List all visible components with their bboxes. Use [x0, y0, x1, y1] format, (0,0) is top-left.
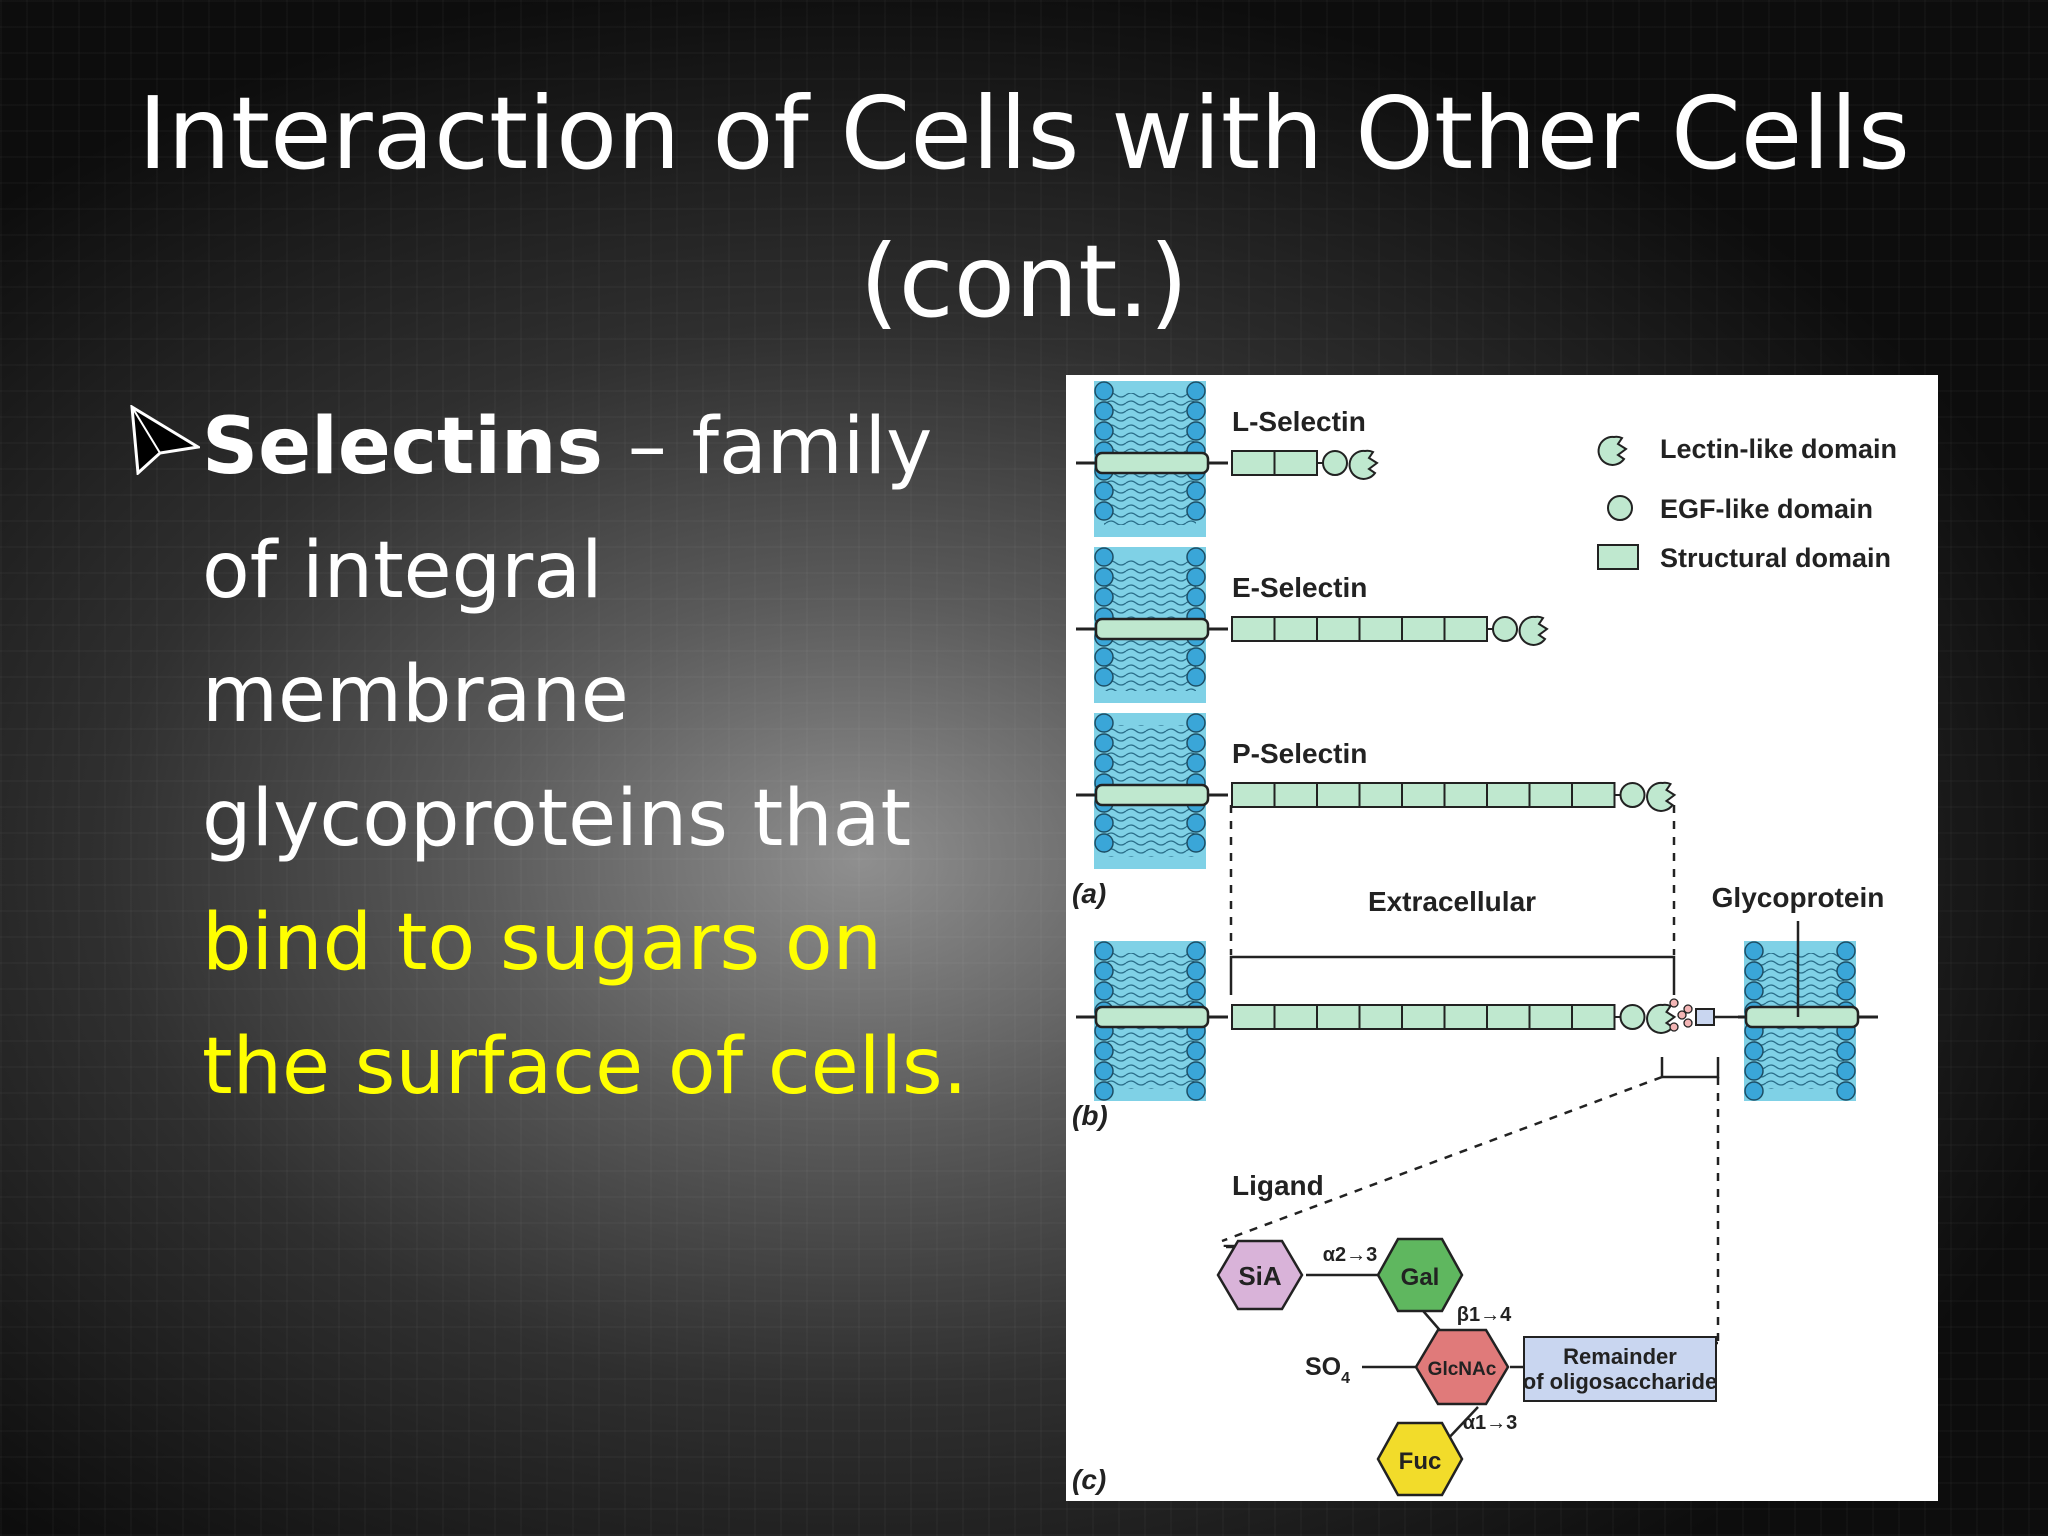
transmembrane-domain — [1094, 617, 1210, 641]
membrane-e-selectin — [1094, 547, 1206, 703]
legend-lectin-icon — [1597, 435, 1628, 466]
extracellular-label: Extracellular — [1368, 886, 1536, 917]
projection-lines — [1229, 805, 1676, 995]
structural-domain — [1528, 782, 1573, 808]
egf-domain — [1619, 782, 1646, 808]
selectin-figure: Lectin-like domain EGF-like domain Struc… — [1066, 375, 1938, 1501]
structural-domain — [1401, 616, 1446, 642]
structural-domain — [1316, 1004, 1361, 1030]
selectin-diagram: Lectin-like domain EGF-like domain Struc… — [1072, 381, 1897, 1497]
legend-egf-icon — [1607, 495, 1633, 521]
linkage-gal-glcnac: β1→4 — [1457, 1304, 1512, 1326]
structural-domain — [1401, 782, 1446, 808]
ligand-label: Ligand — [1232, 1170, 1324, 1201]
legend-lectin-label: Lectin-like domain — [1660, 434, 1897, 464]
transmembrane-domain — [1094, 1005, 1210, 1029]
panel-a-label: (a) — [1072, 878, 1106, 909]
gal-hexagon — [1376, 1237, 1464, 1313]
glycoprotein-label: Glycoprotein — [1712, 882, 1885, 913]
l-selectin-molecule — [1076, 449, 1379, 480]
lectin-domain — [1518, 615, 1549, 646]
structural-domain — [1528, 1004, 1573, 1030]
structural-domain — [1273, 1004, 1318, 1030]
p-selectin-bound-molecule — [1076, 1003, 1677, 1034]
structural-domain — [1316, 616, 1361, 642]
structural-domain — [1273, 782, 1318, 808]
structural-domain — [1273, 450, 1318, 476]
bullet-highlight: bind to sugars on the surface of cells. — [202, 898, 968, 1112]
structural-domain — [1273, 616, 1318, 642]
legend-egf-label: EGF-like domain — [1660, 494, 1873, 524]
egf-domain — [1619, 1004, 1646, 1030]
structural-domain — [1443, 1004, 1488, 1030]
e-selectin-label: E-Selectin — [1232, 572, 1367, 603]
gal-label: Gal — [1401, 1264, 1440, 1291]
e-selectin-molecule — [1076, 615, 1549, 646]
structural-domain — [1316, 782, 1361, 808]
remainder-line-2: of oligosaccharide — [1523, 1369, 1717, 1394]
structural-domain — [1486, 1004, 1531, 1030]
p-selectin-molecule — [1076, 781, 1677, 812]
slide-title: Interaction of Cells with Other Cells (c… — [0, 60, 2048, 356]
fuc-hexagon — [1376, 1421, 1464, 1497]
ligand-dots — [1669, 998, 1693, 1032]
fuc-label: Fuc — [1399, 1448, 1442, 1475]
remainder-box — [1523, 1336, 1717, 1402]
bullet-term: Selectins — [202, 402, 603, 492]
title-line-1: Interaction of Cells with Other Cells — [138, 75, 1910, 192]
transmembrane-domain — [1094, 783, 1210, 807]
so4-label: SO4 — [1305, 1353, 1350, 1387]
bullet-block: Selectins – family of integral membrane … — [130, 385, 1010, 1129]
selectin-rows — [1076, 449, 1878, 1034]
membranes — [1094, 381, 1856, 1101]
title-line-2: (cont.) — [859, 223, 1189, 340]
structural-domain — [1231, 782, 1276, 808]
structural-domain — [1358, 1004, 1403, 1030]
transmembrane-domain — [1094, 451, 1210, 475]
remainder-line-1: Remainder — [1563, 1344, 1677, 1369]
l-selectin-label: L-Selectin — [1232, 406, 1366, 437]
structural-domain — [1231, 1004, 1276, 1030]
lectin-domain — [1348, 449, 1379, 480]
glycoprotein-transmembrane — [1738, 1005, 1878, 1029]
structural-domain — [1571, 782, 1616, 808]
structural-domain — [1486, 782, 1531, 808]
structural-domain — [1358, 616, 1403, 642]
legend: Lectin-like domain EGF-like domain Struc… — [1597, 434, 1897, 573]
glcnac-label: GlcNAc — [1428, 1359, 1497, 1380]
legend-structural-icon — [1597, 544, 1639, 570]
bullet-arrow-icon — [130, 405, 200, 475]
linkage-glcnac-fuc: α1→3 — [1463, 1412, 1518, 1434]
sia-hexagon — [1216, 1239, 1304, 1311]
structural-domain — [1358, 782, 1403, 808]
structural-domain — [1231, 450, 1276, 476]
structural-domain — [1401, 1004, 1446, 1030]
bullet-dash: – — [602, 402, 692, 492]
structural-domain — [1571, 1004, 1616, 1030]
structural-domain — [1443, 616, 1488, 642]
structural-domain — [1443, 782, 1488, 808]
sia-label: SiA — [1238, 1261, 1282, 1291]
panel-b-label: (b) — [1072, 1100, 1108, 1131]
p-selectin-label: P-Selectin — [1232, 738, 1367, 769]
structural-domain — [1231, 616, 1276, 642]
egf-domain — [1492, 616, 1518, 642]
glcnac-hexagon — [1414, 1328, 1510, 1406]
linkage-sia-gal: α2→3 — [1323, 1244, 1378, 1266]
egf-domain — [1322, 450, 1348, 476]
legend-structural-label: Structural domain — [1660, 543, 1891, 573]
panel-c-label: (c) — [1072, 1464, 1106, 1495]
lectin-domain — [1646, 781, 1677, 812]
bullet-description: family of integral membrane glycoprotein… — [202, 402, 933, 864]
glycoprotein-stub — [1695, 1008, 1715, 1026]
bullet-text: Selectins – family of integral membrane … — [202, 385, 1010, 1129]
